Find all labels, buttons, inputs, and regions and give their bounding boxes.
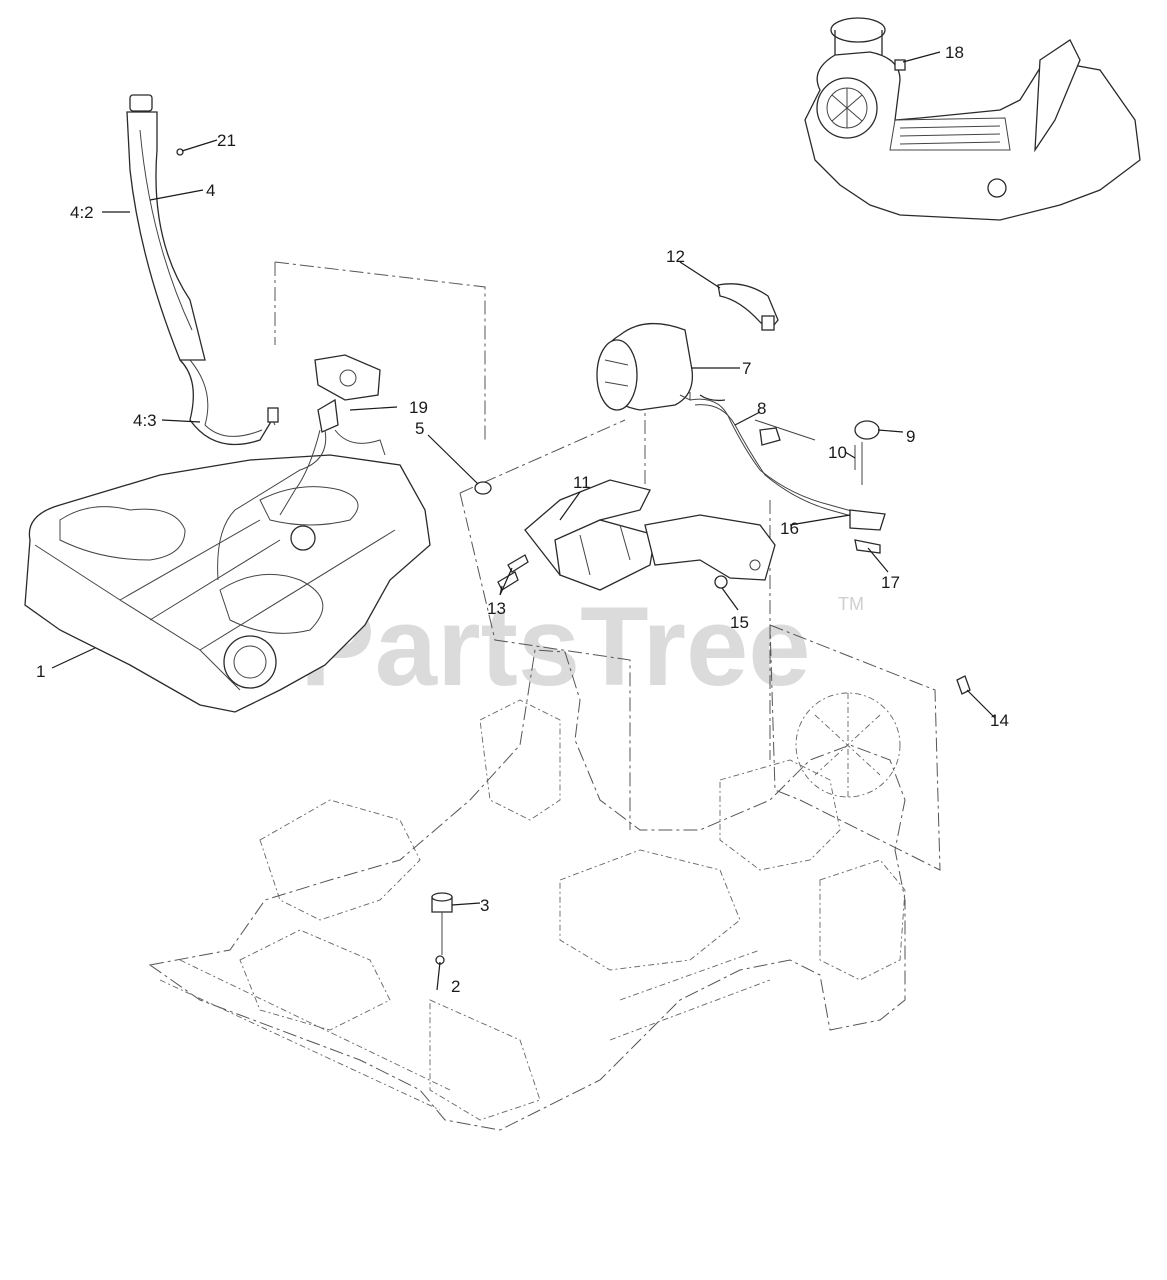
filler-neck bbox=[126, 94, 279, 446]
callout-4-2: 4:2 bbox=[70, 203, 94, 222]
callout-10: 10 bbox=[828, 443, 847, 462]
callout-1: 1 bbox=[36, 662, 45, 681]
callout-2: 2 bbox=[451, 977, 460, 996]
callout-19: 19 bbox=[409, 398, 428, 417]
engine-inset bbox=[804, 17, 1141, 221]
callout-16: 16 bbox=[780, 519, 799, 538]
callout-13: 13 bbox=[487, 599, 506, 618]
chassis-frame bbox=[148, 261, 941, 1131]
watermark-trademark: TM bbox=[838, 594, 864, 614]
fuel-tank bbox=[24, 454, 431, 713]
callout-3: 3 bbox=[480, 896, 489, 915]
watermark-text: PartsTree bbox=[300, 584, 811, 709]
hose-assembly bbox=[217, 354, 386, 581]
callout-14: 14 bbox=[990, 711, 1009, 730]
callout-5: 5 bbox=[415, 419, 424, 438]
callout-11: 11 bbox=[573, 473, 591, 492]
callout-21: 21 bbox=[217, 131, 236, 150]
fasteners bbox=[176, 148, 971, 965]
callout-8: 8 bbox=[757, 399, 766, 418]
callout-9: 9 bbox=[906, 427, 915, 446]
callout-7: 7 bbox=[742, 359, 751, 378]
leader-lines bbox=[51, 51, 996, 991]
callout-12: 12 bbox=[666, 247, 685, 266]
callout-15: 15 bbox=[730, 613, 749, 632]
charcoal-canister bbox=[596, 322, 726, 411]
callout-4: 4 bbox=[206, 181, 215, 200]
callout-4-3: 4:3 bbox=[133, 411, 157, 430]
callout-labels: 1 2 3 4 4:2 4:3 5 7 8 9 10 11 12 13 14 1… bbox=[36, 43, 1009, 996]
canister-strap bbox=[717, 283, 779, 331]
clamp-small bbox=[474, 481, 492, 495]
canister-bracket bbox=[524, 479, 776, 591]
callout-18: 18 bbox=[945, 43, 964, 62]
callout-17: 17 bbox=[881, 573, 900, 592]
